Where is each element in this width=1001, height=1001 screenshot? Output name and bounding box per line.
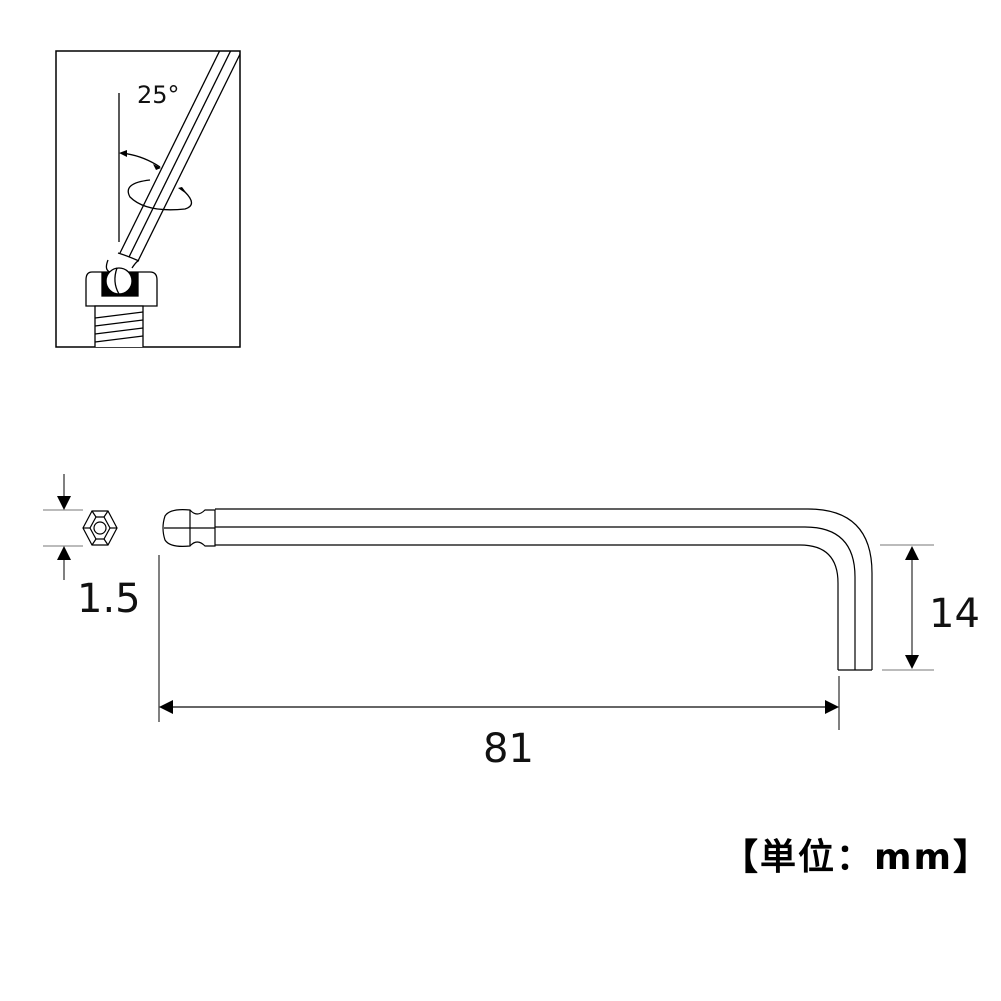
unit-label: 【単位：mm】 xyxy=(722,837,992,878)
hex-size-label: 1.5 xyxy=(77,576,141,622)
angle-label: 25° xyxy=(137,81,180,109)
angle-inset: 25° xyxy=(55,50,241,348)
height-dimension xyxy=(880,544,934,671)
length-label: 81 xyxy=(483,726,534,772)
height-label: 14 xyxy=(929,591,980,637)
length-dimension xyxy=(158,555,840,730)
hex-cross-section xyxy=(82,510,118,546)
hex-size-dimension xyxy=(43,474,83,580)
hex-key-body xyxy=(162,508,873,671)
